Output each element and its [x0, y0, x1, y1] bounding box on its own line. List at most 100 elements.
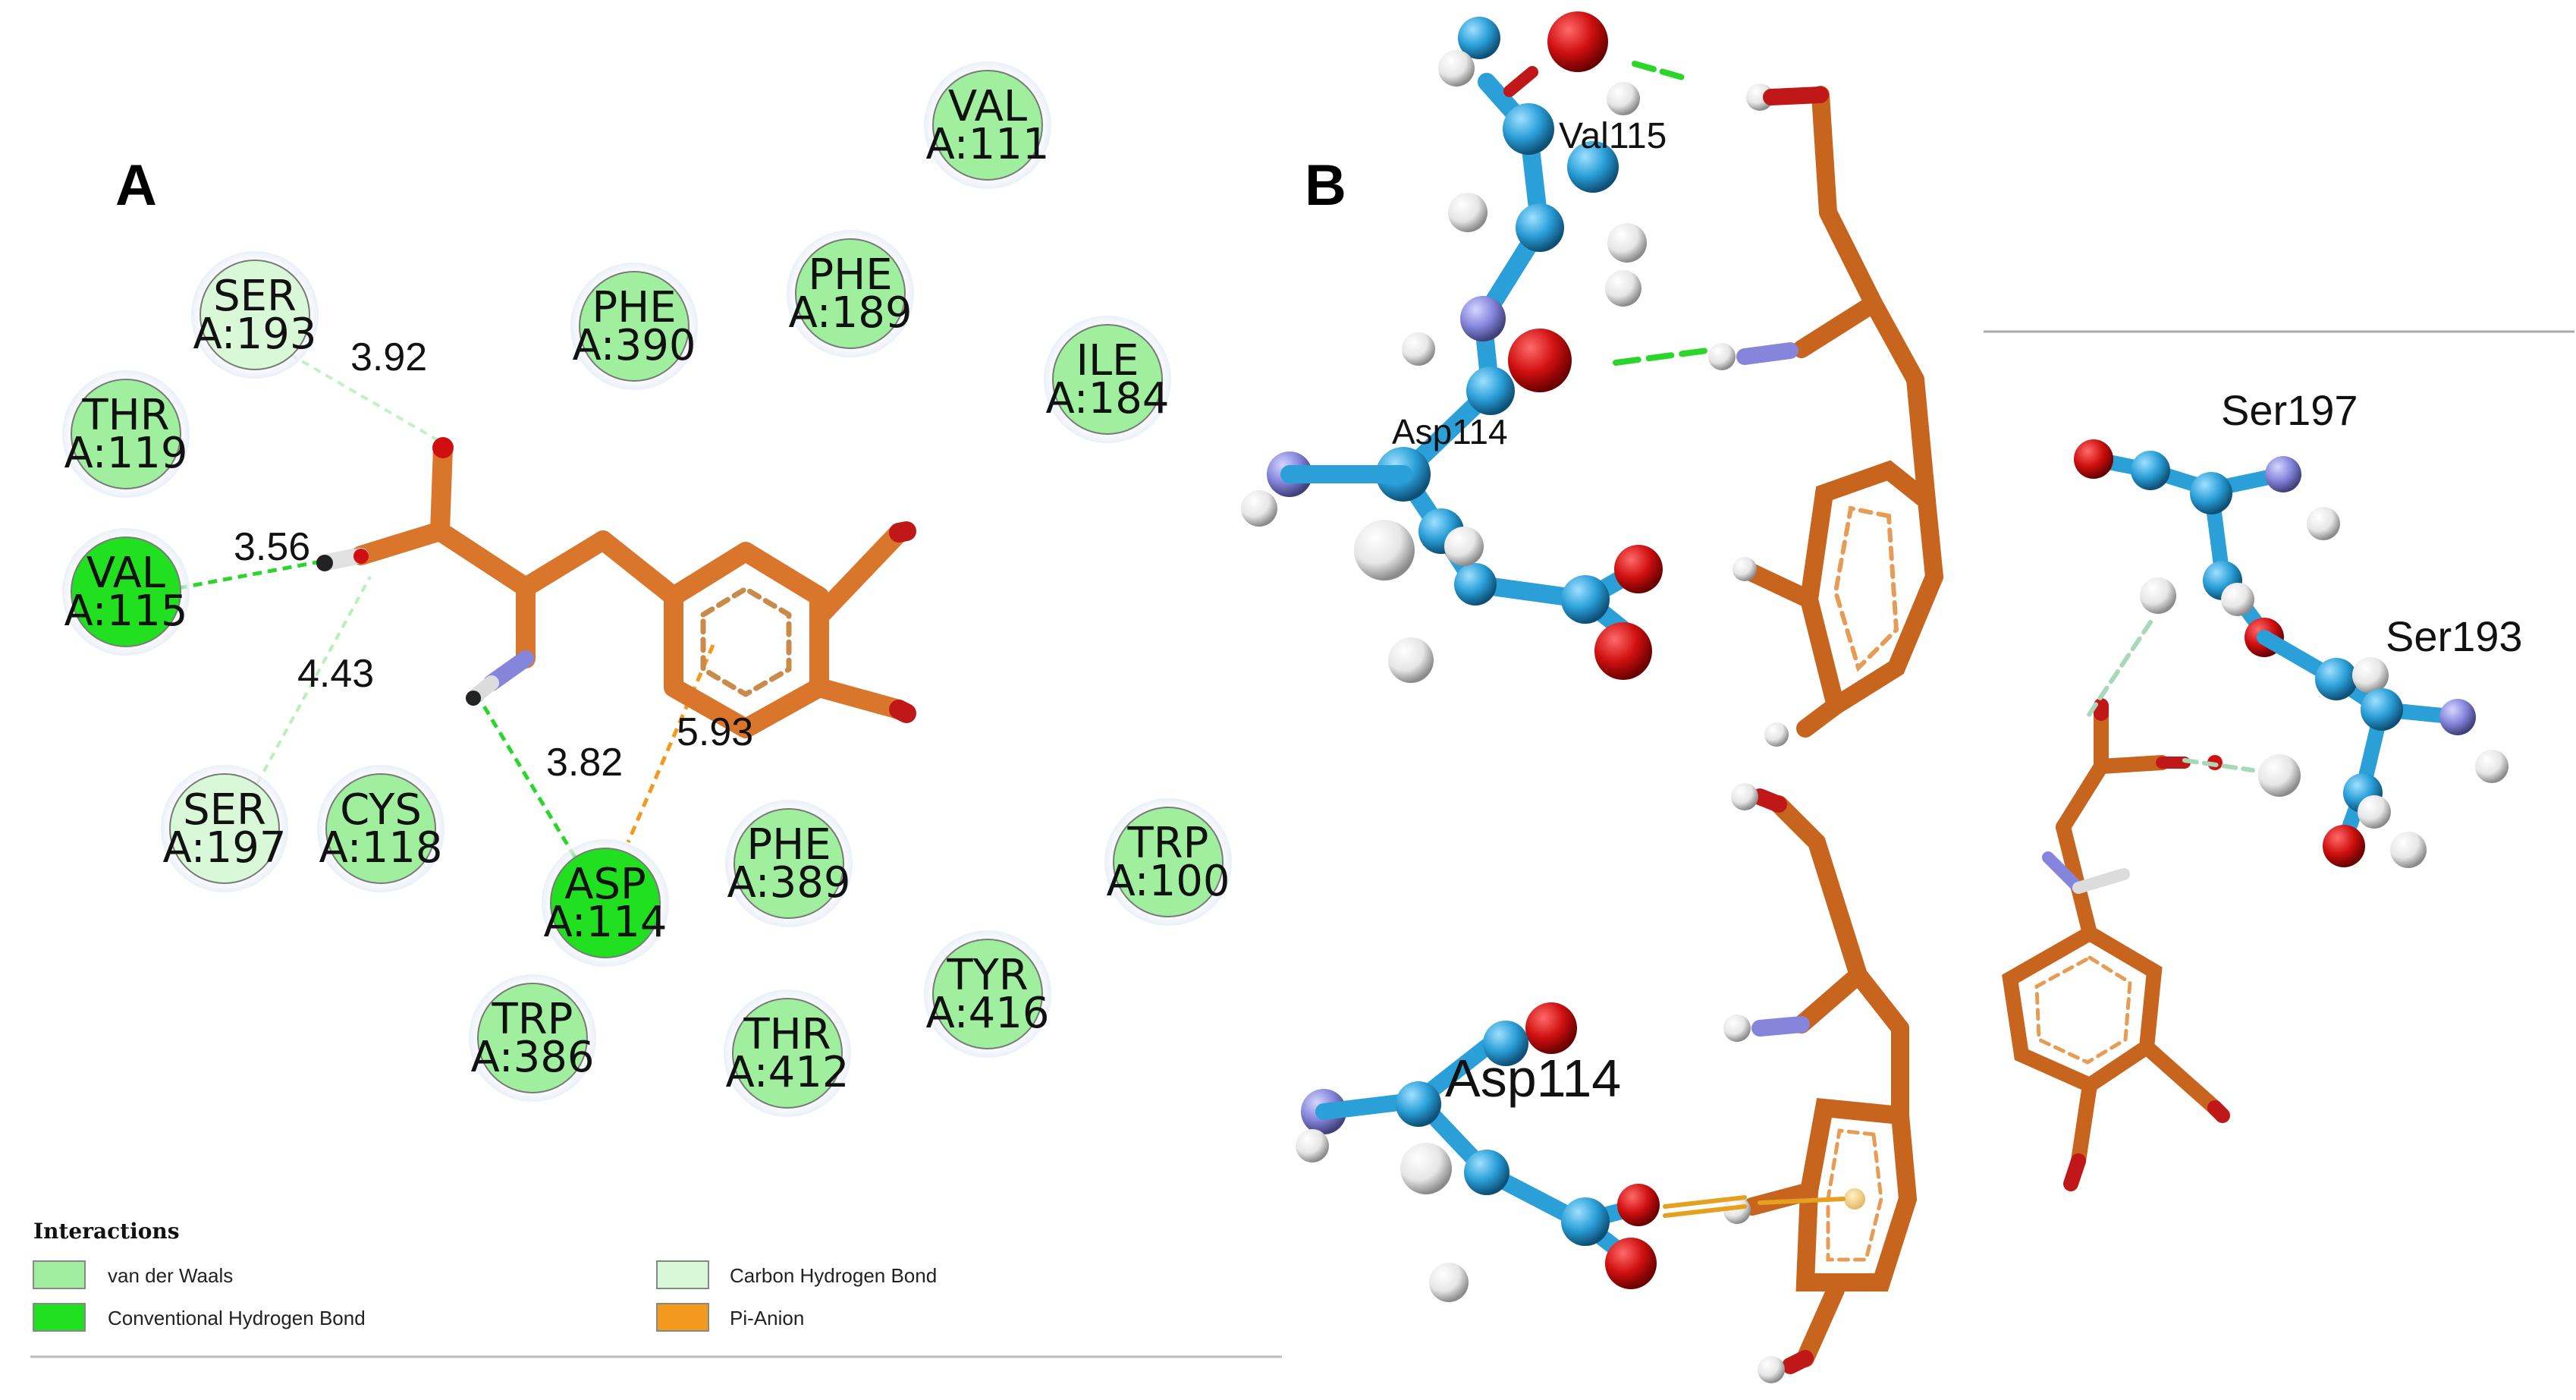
residue-chain-id: A:390: [572, 321, 696, 370]
residue-circle: [71, 379, 181, 489]
residue-circle: [932, 70, 1043, 181]
residue-circle: [732, 998, 843, 1109]
chb-line-ser197: [243, 576, 372, 808]
residue-chain-id: A:115: [64, 587, 187, 636]
panel-b-3d-binding-views: B: [1241, 11, 2574, 1383]
interaction-legend: Interactions van der Waals Conventional …: [30, 1219, 1282, 1358]
residue-chain-id: A:193: [193, 310, 316, 359]
legend-title: Interactions: [33, 1219, 180, 1244]
label-val115: Val115: [1559, 116, 1667, 156]
residue-name: VAL: [86, 549, 165, 598]
distance-label-asp114-pi: 5.93: [677, 710, 753, 754]
residue-name: PHE: [808, 250, 892, 300]
residue-chain-id: A:416: [925, 989, 1049, 1038]
residue-circle: [932, 939, 1043, 1049]
residue-circle: [734, 808, 844, 919]
view-top-left-asp114-val115: Val115 Asp114: [1241, 11, 1944, 747]
hbond-3d-ser193: [2182, 758, 2255, 772]
legend-swatch-vdw: [33, 1260, 86, 1289]
hbond-3d-asp114: [1613, 348, 1710, 366]
pi-anion-3d-line-b: [1663, 1204, 1747, 1218]
view-bottom-asp114-pi-anion: Asp114: [1296, 783, 1918, 1383]
residue-chain-id: A:184: [1045, 374, 1169, 423]
panel-b-letter: B: [1305, 153, 1346, 218]
residue-chain-id: A:111: [925, 120, 1049, 169]
residue-name: PHE: [592, 283, 676, 332]
residue-name: THR: [81, 391, 169, 440]
legend-swatch-pi-anion: [656, 1303, 709, 1332]
distance-label-asp114-hbond: 3.82: [546, 741, 623, 785]
label-asp114-top: Asp114: [1392, 412, 1508, 451]
residue-name: SER: [213, 272, 297, 321]
legend-label-pi-anion: Pi-Anion: [730, 1307, 804, 1329]
distance-label-ser193: 3.92: [350, 335, 427, 379]
residue-circle: [1052, 324, 1163, 435]
residue-chain-id: A:412: [725, 1048, 849, 1097]
legend-swatch-chb: [656, 1260, 709, 1289]
distance-label-ser197: 4.43: [297, 652, 374, 696]
residue-circle: [71, 536, 181, 647]
legend-label-chb: Carbon Hydrogen Bond: [730, 1264, 937, 1287]
residue-chain-id: A:119: [64, 429, 187, 478]
pi-anion-line-asp114: [626, 644, 715, 843]
residue-chain-id: A:114: [543, 898, 667, 947]
panel-a-2d-interaction-diagram: A VALA:111SERA:193PHEA:390PHEA:189ILEA:1…: [30, 61, 1282, 1358]
residue-circle: [795, 238, 906, 349]
residue-circle: [199, 260, 310, 370]
legend-label-hbond: Conventional Hydrogen Bond: [108, 1307, 366, 1329]
hbond-3d-val115: [1632, 61, 1691, 82]
label-ser193: Ser193: [2386, 612, 2523, 660]
hbond-line-val115: [177, 558, 330, 590]
hbond-line-asp114: [474, 692, 579, 861]
ligand-2d-structure: [316, 437, 916, 738]
residue-circle: [169, 773, 280, 884]
residue-circle: [1113, 807, 1224, 917]
chb-line-ser193: [253, 332, 445, 445]
residue-name: SER: [183, 785, 266, 835]
residue-circle: [477, 983, 588, 1093]
distance-label-val115: 3.56: [234, 525, 310, 569]
residue-chain-id: A:100: [1106, 857, 1230, 906]
pi-anion-3d-line-c: [1758, 1197, 1846, 1205]
residue-chain-id: A:386: [470, 1033, 594, 1082]
residue-chain-id: A:197: [162, 823, 286, 873]
residue-chain-id: A:118: [319, 823, 442, 873]
residue-name: TYR: [946, 951, 1028, 1000]
legend-label-vdw: van der Waals: [108, 1264, 233, 1287]
residue-name: TRP: [1127, 819, 1209, 868]
residue-name: ASP: [564, 860, 646, 909]
legend-swatch-hbond: [33, 1303, 86, 1332]
residue-chain-id: A:389: [727, 858, 850, 908]
hbond-3d-ser197: [2085, 620, 2153, 719]
residue-name: THR: [743, 1010, 831, 1059]
residue-disc-group: VALA:111SERA:193PHEA:390PHEA:189ILEA:184…: [62, 61, 1232, 1117]
residue-name: ILE: [1076, 336, 1139, 385]
view-right-ser197-ser193: Ser197 Ser193: [2002, 386, 2523, 1191]
residue-name: VAL: [948, 82, 1027, 131]
label-ser197: Ser197: [2221, 386, 2358, 434]
residue-name: PHE: [746, 820, 831, 870]
panel-a-letter: A: [115, 153, 157, 218]
residue-name: CYS: [340, 785, 422, 835]
residue-circle: [325, 773, 436, 884]
pi-anion-3d-line-a: [1663, 1195, 1747, 1209]
residue-name: TRP: [492, 995, 573, 1044]
residue-circle: [579, 271, 690, 382]
residue-chain-id: A:189: [788, 288, 912, 338]
